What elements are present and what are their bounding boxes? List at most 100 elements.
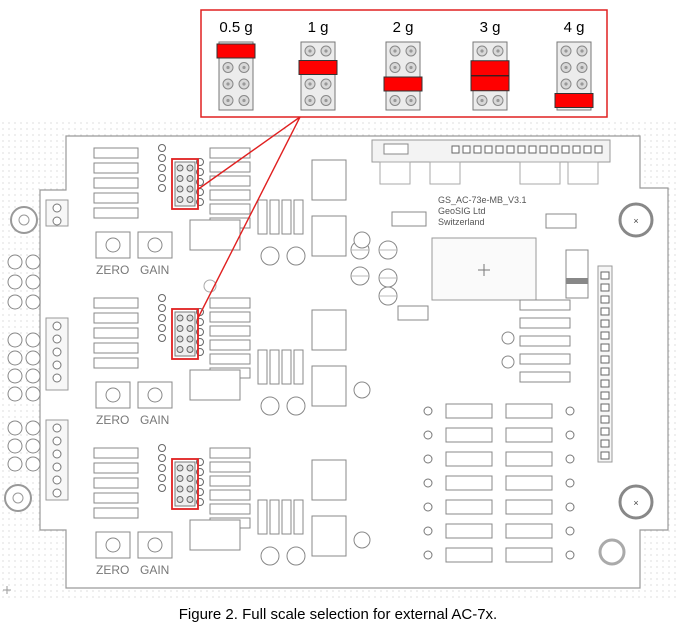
resistor (519, 371, 571, 383)
jumper-pin (176, 475, 184, 482)
connector-pin (550, 145, 559, 154)
connector-pin (495, 145, 504, 154)
jumper-pin-hole (564, 65, 568, 70)
via (423, 526, 433, 536)
connector-pin (600, 295, 610, 304)
resistor (505, 451, 553, 467)
resistor-vertical (257, 349, 268, 385)
resistor (209, 475, 251, 487)
jumper-pin (176, 464, 184, 472)
left-pad (7, 368, 23, 384)
resistor-vertical (281, 199, 292, 235)
connector-pin (52, 334, 62, 344)
capacitor (353, 531, 371, 549)
resistor (93, 162, 139, 174)
via (565, 550, 575, 560)
connector-pin (600, 307, 610, 316)
jumper-pin-hole (393, 65, 397, 70)
jumper-pin-hole (580, 82, 584, 86)
resistor (93, 477, 139, 489)
resistor (93, 342, 139, 354)
via (158, 294, 166, 302)
left-pad (25, 420, 41, 436)
jumper-pin (186, 464, 194, 472)
gain-trimmer-knob (147, 387, 163, 403)
left-pad (7, 332, 23, 348)
connector-pin (600, 439, 610, 448)
mounting-hole-bottom-left (4, 484, 32, 512)
via (565, 406, 575, 416)
highlight-box-2 (171, 308, 199, 360)
jumper-pin-hole (226, 82, 230, 86)
resistor-vertical (293, 349, 304, 385)
jumper-cap (383, 76, 423, 92)
resistor (209, 325, 251, 337)
connector-pin (484, 145, 493, 154)
highlight-box-1 (171, 158, 199, 210)
jumper-option-1: 0.5 g (216, 19, 256, 111)
resistor (93, 357, 139, 369)
via (158, 154, 166, 162)
resistor (93, 312, 139, 324)
resistor (505, 523, 553, 539)
resistor-vertical (269, 199, 280, 235)
capacitor (260, 546, 280, 566)
left-pad (25, 368, 41, 384)
left-pad (7, 386, 23, 402)
connector-pin (52, 423, 62, 433)
resistor (93, 447, 139, 459)
left-pad (7, 350, 23, 366)
gain-trimmer-knob (147, 237, 163, 253)
pcb-diagram: GS_AC-73e-MB_V3.1 GeoSIG Ltd Switzerland… (0, 9, 676, 602)
resistor (545, 213, 577, 229)
resistor (519, 317, 571, 329)
resistor-vertical (257, 499, 268, 535)
connector-pin (561, 145, 570, 154)
connector-pin (517, 145, 526, 154)
connector-pin (600, 451, 610, 460)
jumper-pin (176, 196, 184, 203)
jumper-pin-hole (480, 49, 484, 53)
left-pad (7, 420, 23, 436)
resistor (505, 427, 553, 443)
capacitor (260, 396, 280, 416)
via (565, 454, 575, 464)
callout-line-1 (196, 116, 301, 191)
connector-pin (600, 415, 610, 424)
resistor (209, 297, 251, 309)
via (158, 184, 166, 192)
jumper-pin-hole (580, 65, 584, 70)
via (423, 502, 433, 512)
zero-trimmer-knob (105, 387, 121, 403)
via (423, 406, 433, 416)
left-pad (7, 274, 23, 290)
jumper-pin (186, 485, 194, 493)
resistor (93, 297, 139, 309)
resistor (93, 207, 139, 219)
ic-chip (311, 309, 347, 351)
jumper-pin-hole (324, 98, 328, 103)
jumper-pin (176, 325, 184, 332)
jumper-pin-hole (496, 49, 500, 53)
connector-pin (600, 283, 610, 292)
left-pad (25, 294, 41, 310)
ic-chip (189, 369, 241, 401)
resistor-vertical (269, 499, 280, 535)
connector-pin (52, 449, 62, 459)
connector-pin (52, 462, 62, 472)
jumper-pin (176, 496, 184, 503)
left-connector-3 (45, 419, 69, 501)
bottom-right-hole (598, 538, 626, 566)
connector-pin (600, 427, 610, 436)
resistor (391, 211, 427, 227)
jumper-pin-hole (564, 49, 568, 53)
left-connector-1 (45, 199, 69, 227)
connector-pin (594, 145, 603, 154)
jumper-pin-hole (580, 49, 584, 53)
left-pad (25, 350, 41, 366)
jumper-pin-hole (242, 65, 246, 70)
connector-pin (600, 319, 610, 328)
mounting-hole-top-left (10, 206, 38, 234)
resistor (209, 503, 251, 515)
